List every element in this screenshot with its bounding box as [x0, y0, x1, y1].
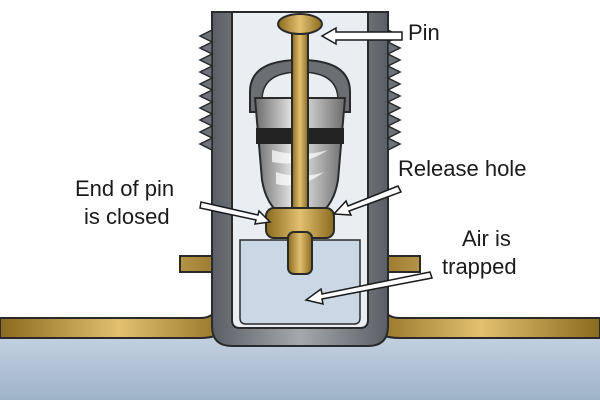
trapped-air	[239, 239, 361, 325]
arrow-end-of-pin	[199, 201, 272, 225]
arrow-pin	[320, 26, 403, 46]
pin-tip	[287, 231, 313, 275]
label-end-of-pin-2: is closed	[84, 204, 170, 229]
label-end-of-pin-1: End of pin	[75, 176, 174, 201]
pin-head	[277, 13, 323, 35]
label-pin: Pin	[408, 20, 440, 45]
base-flange	[0, 255, 239, 339]
threads-right	[386, 28, 402, 152]
arrows	[199, 26, 433, 305]
label-release-hole: Release hole	[398, 156, 526, 181]
label-air-1: Air is	[462, 226, 511, 251]
arrow-release-hole	[332, 185, 403, 216]
label-air-2: trapped	[442, 254, 517, 279]
arrow-air	[304, 271, 433, 305]
threads-left	[198, 28, 214, 152]
